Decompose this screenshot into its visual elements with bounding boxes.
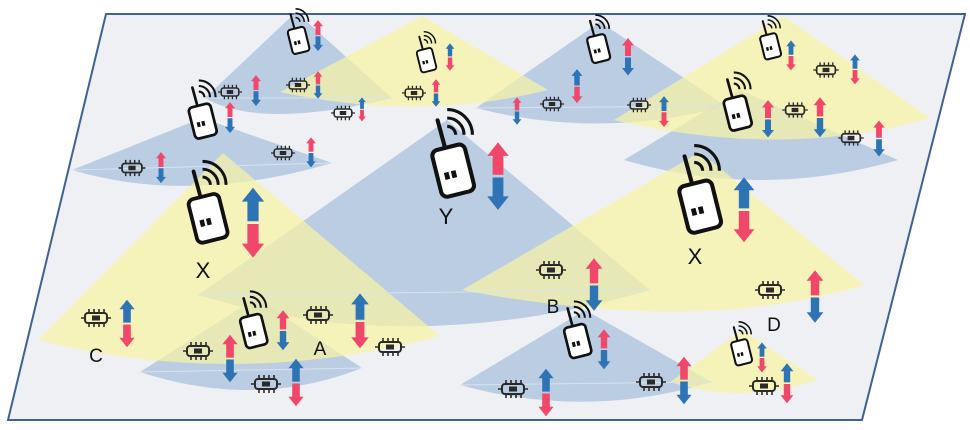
- label-x-left: X: [196, 258, 211, 283]
- label-b: B: [547, 297, 560, 318]
- coverage-cone: [72, 118, 332, 186]
- coverage-cone: [614, 16, 930, 140]
- label-y-center: Y: [439, 204, 454, 229]
- coverage-cone: [280, 16, 548, 107]
- label-d: D: [767, 315, 781, 336]
- coverage-cone: [38, 153, 440, 365]
- label-c: C: [89, 346, 103, 367]
- node-labels: X Y X A B C D: [89, 204, 781, 367]
- label-a: A: [314, 339, 327, 360]
- label-x-right: X: [688, 244, 703, 269]
